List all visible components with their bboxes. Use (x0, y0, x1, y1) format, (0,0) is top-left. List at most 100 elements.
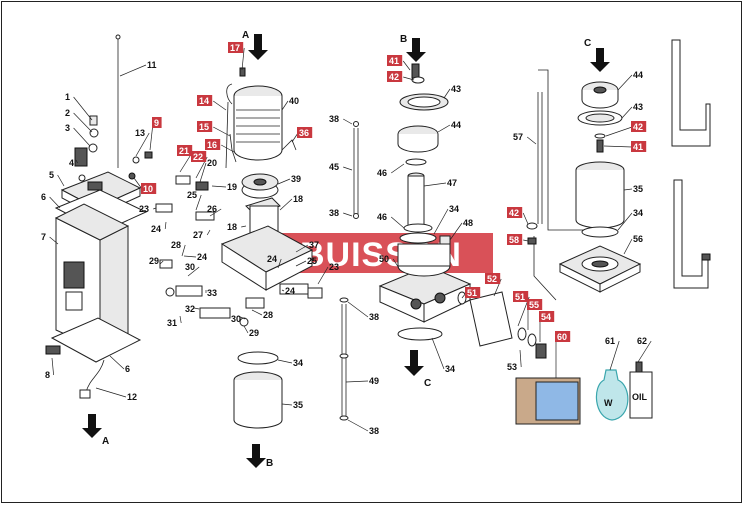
motor-housing-assembly (45, 34, 153, 399)
leader-line (609, 340, 620, 371)
callout-number: 41 (389, 56, 399, 66)
leader-line (195, 194, 202, 211)
section-arrow-b-top: B (400, 34, 426, 62)
callout-44: 44 (437, 120, 461, 133)
callout-badge (507, 207, 523, 218)
section-arrow-c-top: C (584, 38, 610, 72)
callout-number: 44 (633, 70, 643, 80)
leader-line (251, 309, 263, 316)
callout-28: 28 (171, 240, 186, 257)
leader-line (621, 106, 633, 119)
leader-line (237, 315, 246, 320)
leader-line (295, 260, 307, 267)
callout-31: 31 (167, 315, 182, 328)
pump-base-assembly (339, 63, 547, 421)
callout-number: 46 (377, 168, 387, 178)
callout-number: 1 (65, 92, 70, 102)
callout-14: 14 (197, 95, 227, 111)
callout-number: 8 (45, 370, 50, 380)
callout-number: 2 (65, 108, 70, 118)
callout-6b: 6 (109, 355, 130, 374)
callout-number: 17 (230, 43, 240, 53)
callout-number: 56 (633, 234, 643, 244)
callout-17: 17 (228, 42, 245, 71)
callout-42: 42 (387, 71, 415, 82)
callout-badge (141, 183, 157, 194)
callout-26: 26 (207, 204, 222, 217)
callout-54: 54 (539, 311, 555, 342)
callout-number: 5 (49, 170, 54, 180)
callout-badge (631, 141, 647, 152)
callout-44b: 44 (617, 70, 643, 91)
leader-line (343, 212, 353, 217)
leader-line (277, 258, 282, 269)
leader-line (95, 387, 127, 398)
leader-line (159, 260, 164, 265)
callout-number: 47 (447, 178, 457, 188)
section-arrow-a-top: A (242, 30, 268, 60)
callout-number: 38 (369, 426, 379, 436)
callout-42c: 42 (507, 207, 529, 225)
callout-number: 45 (329, 162, 339, 172)
callout-number: 24 (151, 224, 161, 234)
leader-line (213, 126, 231, 137)
callout-35b: 35 (623, 184, 643, 194)
leader-line (241, 225, 247, 228)
leader-line (221, 144, 235, 153)
callout-number: 42 (633, 122, 643, 132)
callout-24: 24 (151, 221, 167, 234)
leader-line (390, 163, 405, 174)
callout-number: 30 (231, 314, 241, 324)
leader-line (211, 185, 227, 188)
callout-34: 34 (277, 358, 303, 368)
callout-22: 22 (191, 151, 208, 179)
callout-number: 57 (513, 132, 523, 142)
leader-line (402, 60, 411, 71)
callout-55: 55 (527, 299, 543, 330)
callout-number: 49 (369, 376, 379, 386)
callout-1: 1 (65, 92, 93, 121)
callout-38b: 38 (329, 208, 353, 218)
callout-number: 6 (41, 192, 46, 202)
leader-line (603, 145, 633, 148)
callout-number: 29 (149, 256, 159, 266)
callout-number: 30 (185, 262, 195, 272)
callout-number: 36 (299, 128, 309, 138)
callout-labels: 1112345676812139101714151640363918181920… (41, 42, 652, 436)
leader-line (617, 212, 633, 231)
callout-number: 41 (633, 142, 643, 152)
leader-line (317, 266, 329, 285)
callout-number: 44 (451, 120, 461, 130)
leader-line (73, 127, 91, 147)
leader-line (345, 380, 369, 383)
leader-line (75, 159, 78, 164)
callout-badge (465, 287, 481, 298)
callout-38d: 38 (347, 419, 379, 436)
callout-38c: 38 (347, 301, 379, 322)
callout-number: 35 (633, 184, 643, 194)
callout-18: 18 (279, 194, 303, 211)
leader-line (279, 198, 293, 211)
callout-62: 62 (637, 336, 652, 363)
callout-36: 36 (291, 127, 313, 143)
callout-number: 43 (451, 84, 461, 94)
leader-line (343, 166, 353, 171)
callout-20: 20 (199, 158, 217, 183)
callout-23: 23 (139, 204, 157, 214)
callout-number: 34 (293, 358, 303, 368)
callout-number: 21 (179, 146, 189, 156)
callout-58: 58 (507, 234, 529, 245)
leader-line (281, 100, 289, 111)
callout-number: 19 (227, 182, 237, 192)
callout-number: 25 (307, 256, 317, 266)
callout-5: 5 (49, 170, 65, 187)
callout-29: 29 (149, 256, 164, 266)
leader-line (277, 178, 291, 185)
callout-57: 57 (513, 132, 537, 145)
callout-53: 53 (507, 349, 522, 372)
callout-25b: 25 (295, 256, 317, 267)
callout-27: 27 (193, 229, 211, 240)
leader-line (433, 208, 449, 235)
callout-24b: 24 (183, 252, 207, 262)
callout-number: 58 (509, 235, 519, 245)
